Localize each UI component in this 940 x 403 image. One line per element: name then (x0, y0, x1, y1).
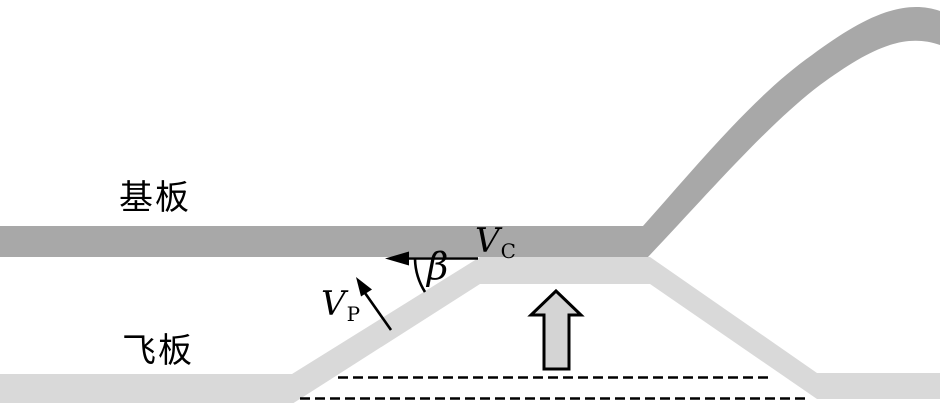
collision-velocity-label: VC (475, 221, 516, 261)
collision-velocity-subscript: C (500, 238, 516, 263)
plate-velocity-arrowhead-icon (356, 277, 372, 297)
collision-angle-label: β (427, 245, 449, 288)
plate-velocity-arrow-shaft (363, 292, 393, 331)
collision-velocity-symbol: V (475, 221, 500, 261)
collision-angle-arc (413, 258, 427, 293)
base-plate-shape (0, 7, 940, 258)
collision-velocity-arrowhead-icon (385, 251, 409, 266)
flyer-plate-shape (0, 257, 940, 403)
base-plate-label: 基板 (119, 178, 191, 218)
plate-velocity-subscript: P (346, 301, 361, 326)
plate-velocity-symbol: V (321, 284, 346, 324)
upward-drive-block-arrow-icon (527, 288, 585, 371)
plate-velocity-label: VP (321, 284, 360, 324)
flyer-plate-label: 飞板 (122, 331, 194, 371)
